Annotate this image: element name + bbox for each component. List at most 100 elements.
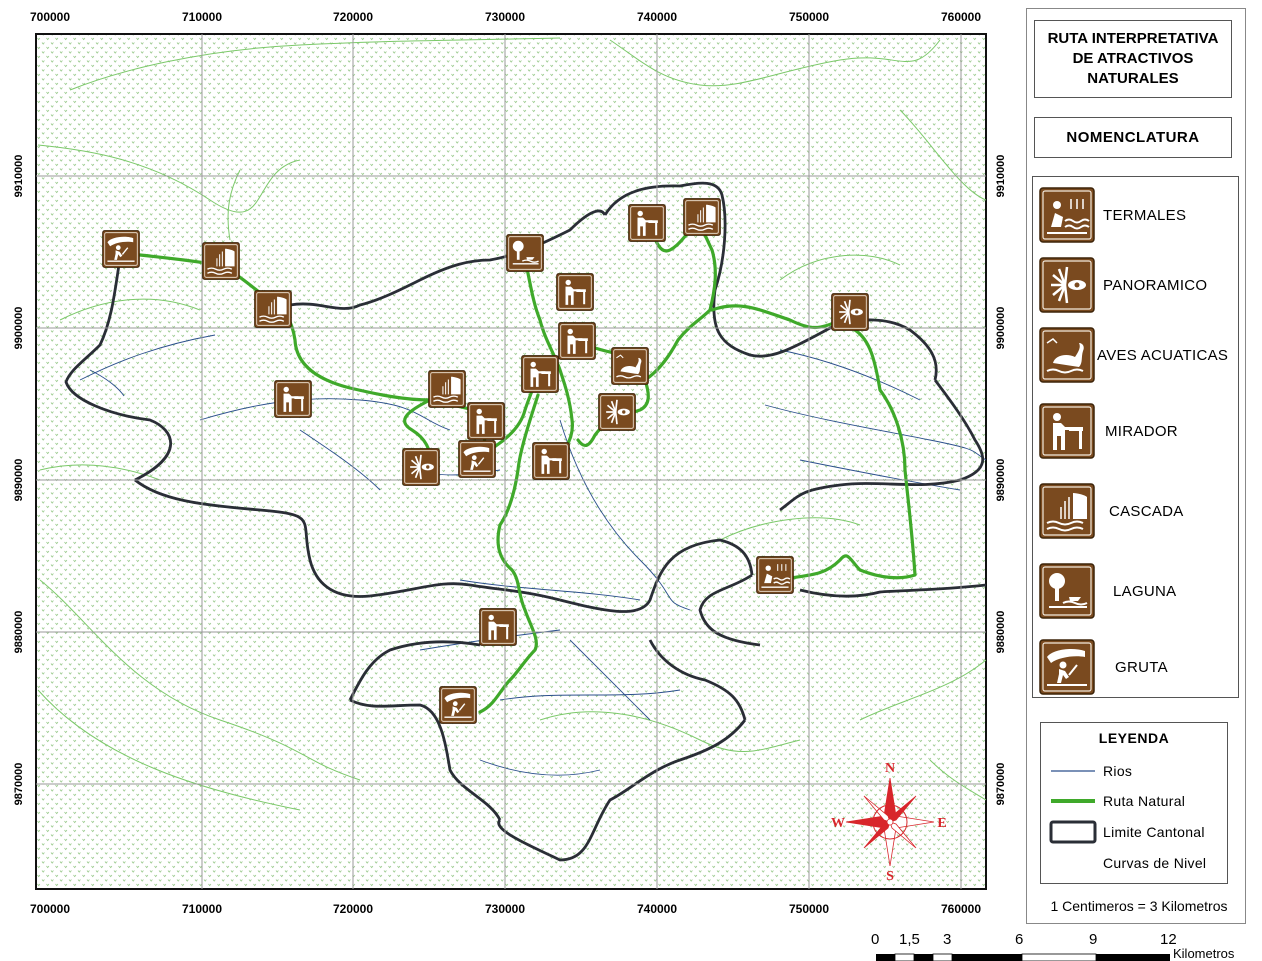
map-marker-viewpoint-icon (533, 443, 570, 480)
nomenclature-title: NOMENCLATURA (1066, 129, 1200, 146)
y-label-left: 9910000 (13, 155, 25, 198)
waterfall-icon (1039, 483, 1095, 539)
y-coordinate-labels: 9910000 9900000 9890000 9880000 9870000 … (13, 155, 1007, 806)
x-label-top: 710000 (182, 10, 222, 24)
scale-label: 9 (1089, 931, 1098, 948)
map-marker-lagoon-icon (507, 235, 544, 272)
map-marker-waterfall-icon (255, 291, 292, 328)
x-label-bottom: 750000 (789, 902, 829, 916)
symbol-label: CASCADA (1109, 502, 1184, 520)
map-marker-hot-springs-icon (757, 557, 794, 594)
scale-label: 12 (1160, 931, 1177, 948)
nomenclature-title-box: NOMENCLATURA (1034, 117, 1232, 158)
map-grid (36, 34, 986, 889)
y-label-left: 9890000 (13, 459, 25, 502)
scale-bar (876, 953, 1170, 961)
map-frame (35, 33, 987, 890)
legend-label: Curvas de Nivel (1103, 855, 1207, 871)
x-label-bottom: 720000 (333, 902, 373, 916)
contour-line-icon (1049, 851, 1099, 875)
hot-springs-icon (1039, 187, 1095, 243)
map-marker-viewpoint-icon (480, 609, 517, 646)
scale-label: 6 (1015, 931, 1024, 948)
x-label-top: 740000 (637, 10, 677, 24)
map-marker-panoramic-icon (832, 294, 869, 331)
nomenclature-list: TERMALES PANORAMICO AVES ACUATICAS MIRAD… (1032, 176, 1239, 698)
map-marker-viewpoint-icon (559, 323, 596, 360)
symbol-item-laguna: LAGUNA (1039, 563, 1234, 619)
scale-unit: Kilometros (1173, 946, 1235, 961)
legend-label: Limite Cantonal (1103, 824, 1205, 840)
compass-s: S (886, 869, 894, 884)
symbol-item-cascada: CASCADA (1039, 483, 1234, 539)
y-label-right: 9890000 (995, 459, 1007, 502)
legend-item-curvas: Curvas de Nivel (1049, 851, 1224, 875)
legend-label: Ruta Natural (1103, 793, 1186, 809)
panel-frame (1026, 8, 1246, 924)
map-marker-cave-icon (459, 441, 496, 478)
y-label-left: 9900000 (13, 307, 25, 350)
scale-text: 1 Centimeros = 3 Kilometros (1050, 898, 1228, 914)
map-marker-cave-icon (440, 687, 477, 724)
scale-label: 3 (943, 931, 952, 948)
symbol-label: PANORAMICO (1103, 276, 1208, 294)
map-marker-waterfall-icon (203, 243, 240, 280)
legend-title: LEYENDA (1098, 730, 1170, 746)
x-label-bottom: 740000 (637, 902, 677, 916)
legend-label: Rios (1103, 763, 1133, 779)
map-marker-viewpoint-icon (522, 356, 559, 393)
symbol-item-mirador: MIRADOR (1039, 403, 1234, 459)
symbol-label: TERMALES (1103, 206, 1187, 224)
compass-e: E (937, 816, 946, 831)
x-label-top: 760000 (941, 10, 981, 24)
map-marker-viewpoint-icon (629, 205, 666, 242)
viewpoint-icon (1039, 403, 1095, 459)
symbol-item-termales: TERMALES (1039, 187, 1234, 243)
symbol-label: MIRADOR (1105, 422, 1178, 440)
y-label-right: 9910000 (995, 155, 1007, 198)
water-birds-icon (1039, 327, 1095, 383)
symbol-label: AVES ACUATICAS (1097, 346, 1229, 364)
compass-rose: N S E W (831, 761, 947, 884)
cave-icon (1039, 639, 1095, 695)
map-marker-water-birds-icon (612, 348, 649, 385)
x-label-top: 750000 (789, 10, 829, 24)
symbol-item-gruta: GRUTA (1039, 639, 1234, 695)
y-label-right: 9880000 (995, 611, 1007, 654)
scale-label: 0 (871, 931, 880, 948)
legend-item-ruta: Ruta Natural (1049, 789, 1224, 813)
map-marker-viewpoint-icon (557, 274, 594, 311)
rivers (79, 334, 986, 776)
map-marker-viewpoint-icon (275, 381, 312, 418)
map-marker-viewpoint-icon (468, 403, 505, 440)
x-label-bottom: 700000 (30, 902, 70, 916)
x-label-bottom: 730000 (485, 902, 525, 916)
map-title-box: RUTA INTERPRETATIVA DE ATRACTIVOS NATURA… (1034, 20, 1232, 98)
legend-box: LEYENDA Rios Ruta Natural Limite Cantona… (1040, 722, 1228, 884)
symbol-label: GRUTA (1115, 658, 1168, 676)
boundary-box-icon (1049, 820, 1097, 844)
y-label-right: 9900000 (995, 307, 1007, 350)
route-line-icon (1051, 799, 1095, 803)
scale-label: 1,5 (899, 931, 920, 948)
x-label-bottom: 710000 (182, 902, 222, 916)
symbol-item-panoramico: PANORAMICO (1039, 257, 1234, 313)
compass-n: N (885, 761, 895, 776)
river-line-icon (1051, 770, 1095, 772)
map-marker-panoramic-icon (403, 449, 440, 486)
x-label-bottom: 760000 (941, 902, 981, 916)
legend-item-rios: Rios (1049, 759, 1224, 783)
panoramic-icon (1039, 257, 1095, 313)
lagoon-icon (1039, 563, 1095, 619)
y-label-right: 9870000 (995, 763, 1007, 806)
map-title: RUTA INTERPRETATIVA DE ATRACTIVOS NATURA… (1047, 30, 1219, 87)
x-label-top: 700000 (30, 10, 70, 24)
compass-w: W (831, 816, 845, 831)
y-label-left: 9870000 (13, 763, 25, 806)
x-label-top: 730000 (485, 10, 525, 24)
x-coordinate-labels: 700000 710000 720000 730000 740000 75000… (30, 10, 981, 916)
x-label-top: 720000 (333, 10, 373, 24)
map-marker-waterfall-icon (684, 199, 721, 236)
symbol-label: LAGUNA (1113, 582, 1177, 600)
